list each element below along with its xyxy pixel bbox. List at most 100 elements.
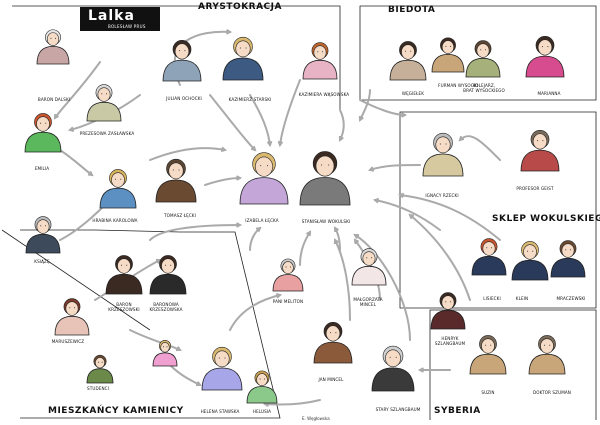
coat-profesor-geist bbox=[520, 149, 560, 172]
relation-arrow-27 bbox=[334, 239, 351, 321]
relation-arrow-11 bbox=[149, 147, 226, 161]
label-izabela-lecka: Izabela Łęcka bbox=[245, 219, 279, 224]
portrait-hrabina-karolowa bbox=[99, 169, 137, 209]
relation-arrow-15 bbox=[374, 199, 441, 231]
portrait-jan-mincel bbox=[313, 322, 353, 364]
group-label-residents: Mieszkańcy kamienicy bbox=[48, 406, 184, 416]
label-helusia: Helusia bbox=[252, 410, 272, 415]
portrait-stanislaw-wokulski bbox=[299, 151, 351, 206]
portrait-kazimiera-wasowska bbox=[302, 42, 338, 80]
face-helusia bbox=[256, 373, 268, 387]
relation-arrow-7 bbox=[339, 109, 345, 141]
coat-marianna bbox=[525, 55, 565, 78]
book-author: Bolesław Prus bbox=[108, 24, 146, 29]
portrait-lisiecki bbox=[471, 238, 507, 276]
label-studenci: Studenci bbox=[87, 387, 109, 392]
group-label-shop: Sklep Wokulskiego bbox=[492, 214, 600, 224]
coat-wegielek bbox=[389, 59, 427, 81]
title-box bbox=[80, 7, 160, 31]
face-marianna bbox=[537, 39, 553, 56]
relation-arrowhead-22 bbox=[353, 238, 360, 245]
label-furman-wysocki: Furman Wysocki bbox=[438, 84, 478, 89]
coat-izabela-lecka bbox=[239, 177, 289, 205]
signature: E. Węgłowska bbox=[302, 416, 330, 421]
face-furman-wysocki bbox=[441, 40, 455, 54]
relation-arrowhead-6 bbox=[277, 140, 284, 148]
face-izabela-lecka bbox=[255, 156, 273, 177]
label-malgorzata-mincel: Małgorzata Mincel bbox=[353, 298, 383, 308]
portrait-dziewczynka bbox=[152, 340, 178, 367]
coat-brat-wysocki bbox=[465, 57, 501, 78]
portrait-doktor-szuman bbox=[528, 335, 566, 375]
coat-kazimiera-wasowska bbox=[302, 59, 338, 80]
coat-baronowa-krzeszowska bbox=[149, 273, 187, 295]
relation-arrowhead-20 bbox=[306, 230, 312, 237]
label-kazimierz-starski: Kazimierz Starski bbox=[228, 98, 272, 103]
face-stanislaw-wokulski bbox=[315, 155, 335, 177]
label-ignacy-rzecki: Ignacy Rzecki bbox=[425, 194, 459, 199]
label-baronowa-krzeszowska: Baronowa Krzeszowska bbox=[149, 303, 183, 313]
relation-arrowhead-14 bbox=[458, 135, 465, 142]
portrait-stary-szlangbaum bbox=[371, 345, 415, 392]
relation-arrow-16 bbox=[399, 194, 501, 241]
relation-arrow-26 bbox=[229, 294, 281, 331]
relation-arrowhead-24 bbox=[175, 346, 182, 352]
portrait-baronowa-krzeszowska bbox=[149, 255, 187, 295]
label-doktor-szuman: Doktor Szuman bbox=[532, 391, 571, 396]
coat-hrabina-karolowa bbox=[99, 187, 137, 209]
label-jan-mincel: Jan Mincel bbox=[318, 378, 344, 383]
relation-arrowhead-18 bbox=[236, 222, 243, 228]
relation-arrow-25 bbox=[169, 364, 201, 386]
coat-malgorzata-mincel bbox=[351, 265, 387, 286]
relation-arrowhead-28 bbox=[353, 233, 360, 239]
coat-dziewczynka bbox=[152, 352, 178, 367]
label-kazimiera-wasowska: Kazimiera Wąsowska bbox=[298, 93, 350, 98]
label-marianna: Marianna bbox=[537, 92, 561, 97]
relation-arrowhead-3 bbox=[225, 29, 233, 35]
face-klein bbox=[523, 244, 537, 260]
portrait-malgorzata-mincel bbox=[351, 248, 387, 286]
relation-arrow-10 bbox=[59, 149, 93, 176]
relation-arrow-20 bbox=[299, 231, 311, 266]
face-profesor-geist bbox=[532, 133, 548, 150]
relation-arrowhead-25 bbox=[195, 381, 202, 387]
face-stary-szlangbaum bbox=[385, 349, 401, 368]
coat-suzin bbox=[469, 353, 507, 375]
label-stanislaw-wokulski: Stanisław Wokulski bbox=[301, 220, 351, 225]
relation-arrowhead-21 bbox=[333, 226, 339, 233]
portrait-brat-wysocki bbox=[465, 40, 501, 78]
coat-baron-dalski bbox=[36, 45, 70, 65]
face-doktor-szuman bbox=[540, 338, 554, 354]
face-hrabina-karolowa bbox=[111, 172, 125, 188]
label-mraczewski: Mraczewski bbox=[556, 297, 586, 302]
coat-prezesowa bbox=[86, 101, 122, 122]
label-brat-wysocki: Kolejarz, brat Wysockiego bbox=[463, 84, 505, 94]
coat-lisiecki bbox=[471, 255, 507, 276]
relation-arrowhead-8 bbox=[401, 112, 408, 118]
frame-residents bbox=[20, 229, 281, 419]
relation-arrowhead-1 bbox=[53, 113, 59, 120]
coat-mraczewski bbox=[550, 257, 586, 278]
face-maruszewicz bbox=[65, 301, 79, 316]
label-lisiecki: Lisiecki bbox=[483, 297, 501, 302]
group-label-poverty: Biedota bbox=[388, 5, 436, 15]
relation-arrow-24 bbox=[129, 329, 181, 351]
portrait-mraczewski bbox=[550, 240, 586, 278]
label-emilia: Emilia bbox=[34, 167, 50, 172]
relation-arrow-9 bbox=[359, 89, 371, 121]
face-dziewczynka bbox=[160, 342, 170, 353]
frame-shop bbox=[399, 111, 597, 309]
face-prezesowa bbox=[97, 87, 111, 102]
portrait-suzin bbox=[469, 335, 507, 375]
face-malgorzata-mincel bbox=[362, 251, 376, 266]
face-studenci bbox=[95, 357, 105, 369]
relation-arrowhead-19 bbox=[255, 226, 262, 233]
label-prezesowa: Prezesowa Zasławska bbox=[79, 132, 135, 137]
relation-arrowhead-11 bbox=[220, 146, 228, 153]
coat-stanislaw-wokulski bbox=[299, 177, 351, 206]
portrait-ksiaze bbox=[25, 216, 61, 254]
face-henryk-szlangbaum bbox=[441, 295, 455, 310]
group-label-aristocracy: Arystokracja bbox=[198, 2, 282, 12]
portrait-klein bbox=[511, 241, 549, 281]
